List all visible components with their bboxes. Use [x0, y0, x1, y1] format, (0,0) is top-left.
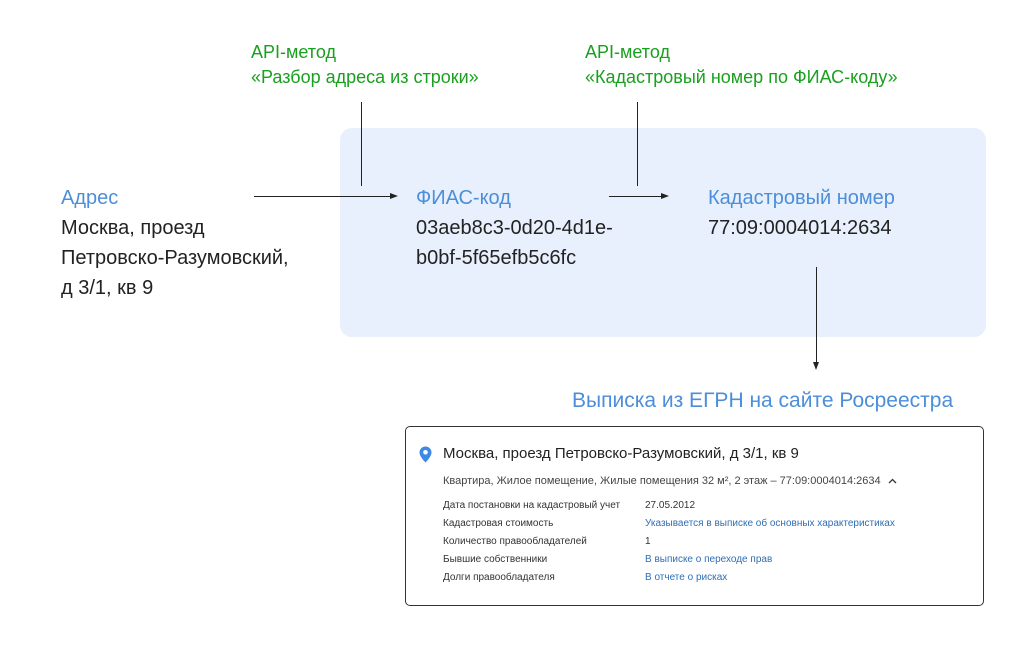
- card-row-label: Бывшие собственники: [443, 554, 548, 565]
- card-row-link[interactable]: В отчете о рисках: [645, 572, 728, 583]
- card-row-label: Количество правообладателей: [443, 536, 587, 547]
- api-parse-connector: [361, 102, 362, 186]
- card-row-label: Дата постановки на кадастровый учет: [443, 500, 621, 511]
- arrow-down-icon: [812, 362, 819, 370]
- egrn-title: Выписка из ЕГРН на сайте Росреестра: [572, 389, 954, 412]
- address-line2: Петровско-Разумовский,: [61, 247, 289, 269]
- chevron-up-icon[interactable]: [888, 473, 897, 489]
- map-pin-icon: [419, 446, 432, 468]
- api-method-cadastral-line1: API-метод: [585, 42, 670, 62]
- fias-line2: b0bf-5f65efb5c6fc: [416, 247, 577, 269]
- fias-line1: 03aeb8c3-0d20-4d1e-: [416, 217, 613, 239]
- fias-label: ФИАС-код: [416, 187, 511, 209]
- egrn-card: [405, 426, 984, 606]
- api-method-parse-label: API-метод «Разбор адреса из строки»: [251, 40, 479, 90]
- arrow-fias-to-cadastral-line: [609, 196, 661, 197]
- card-row-link[interactable]: Указывается в выписке об основных характ…: [645, 518, 895, 529]
- address-block: Адрес Москва, проезд Петровско-Разумовск…: [61, 183, 289, 303]
- api-method-cadastral-label: API-метод «Кадастровый номер по ФИАС-код…: [585, 40, 898, 90]
- api-method-cadastral-line2: «Кадастровый номер по ФИАС-коду»: [585, 67, 898, 87]
- processing-area: [340, 128, 986, 337]
- arrow-address-to-fias-line: [254, 196, 390, 197]
- address-line1: Москва, проезд: [61, 217, 205, 239]
- cadastral-block: Кадастровый номер 77:09:0004014:2634: [708, 183, 895, 243]
- api-method-parse-line2: «Разбор адреса из строки»: [251, 67, 479, 87]
- api-cadastral-connector: [637, 102, 638, 186]
- card-row-value: 27.05.2012: [645, 500, 696, 511]
- arrow-cadastral-to-egrn-line: [816, 267, 817, 362]
- cadastral-value: 77:09:0004014:2634: [708, 217, 892, 239]
- card-row-label: Кадастровая стоимость: [443, 518, 554, 529]
- card-subtitle: Квартира, Жилое помещение, Жилые помещен…: [443, 475, 881, 487]
- cadastral-label: Кадастровый номер: [708, 187, 895, 209]
- card-row-label: Долги правообладателя: [443, 572, 555, 583]
- arrow-right-icon: [661, 192, 669, 199]
- card-subtitle-row[interactable]: Квартира, Жилое помещение, Жилые помещен…: [443, 473, 897, 489]
- fias-block: ФИАС-код 03aeb8c3-0d20-4d1e- b0bf-5f65ef…: [416, 183, 613, 273]
- card-row-link[interactable]: В выписке о переходе прав: [645, 554, 773, 565]
- arrow-right-icon: [390, 192, 398, 199]
- card-row-value: 1: [645, 536, 651, 547]
- api-method-parse-line1: API-метод: [251, 42, 336, 62]
- address-line3: д 3/1, кв 9: [61, 277, 154, 299]
- card-title: Москва, проезд Петровско-Разумовский, д …: [443, 445, 799, 462]
- address-label: Адрес: [61, 187, 119, 209]
